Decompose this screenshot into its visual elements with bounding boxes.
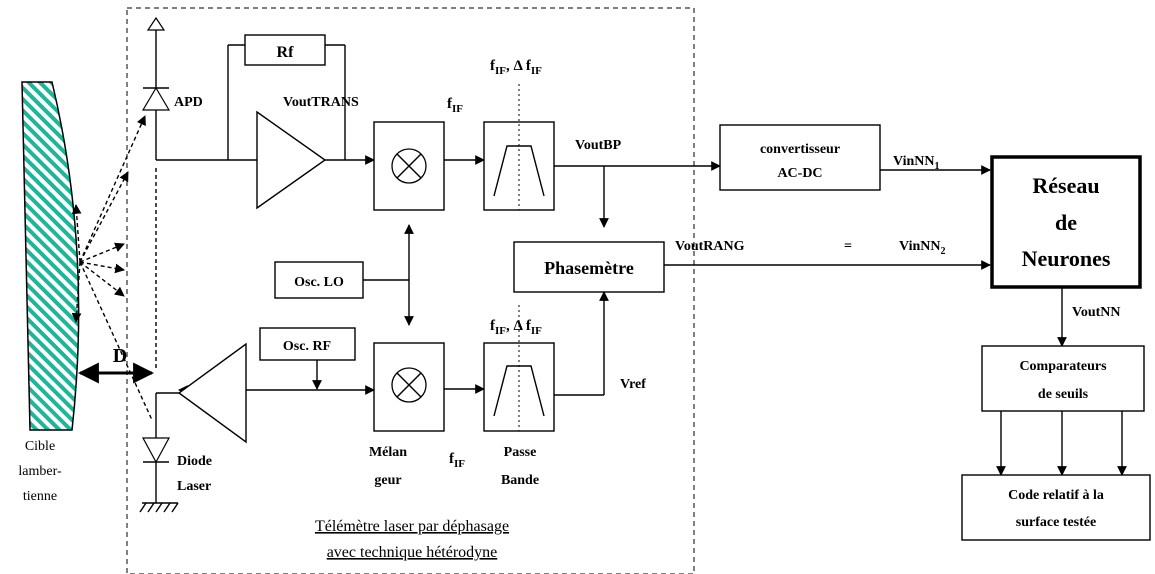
- converter-label-1: convertisseur: [760, 142, 840, 157]
- laser-driver-amplifier: [177, 342, 247, 444]
- diode-label-1: Diode: [177, 454, 212, 469]
- vout-rang-label: VoutRANG: [675, 239, 745, 254]
- vout-nn-label: VoutNN: [1072, 305, 1121, 320]
- target-label-3: tienne: [23, 489, 57, 504]
- distance-label: D: [113, 345, 127, 367]
- laser-diode: [139, 392, 179, 513]
- mixer-label-2: geur: [374, 473, 401, 488]
- threshold-comparators: [981, 345, 1145, 412]
- mixer-label-1: Mélan: [369, 445, 407, 460]
- transimpedance-amplifier: [256, 110, 327, 210]
- vref-label: Vref: [620, 377, 646, 392]
- bandpass-label-1: Passe: [504, 445, 537, 460]
- apd-photodiode: [141, 16, 171, 160]
- fif-dfif-bottom: fIF, Δ fIF: [490, 318, 542, 337]
- rf-resistor: [244, 34, 326, 66]
- target-label-2: lamber-: [18, 464, 62, 479]
- ac-dc-converter: [719, 124, 881, 191]
- converter-label-2: AC-DC: [777, 166, 822, 181]
- vout-trans-label: VoutTRANS: [283, 95, 359, 110]
- phasemeter: [513, 241, 665, 293]
- neural-label-3: Neurones: [1022, 246, 1111, 271]
- code-output-box: [961, 474, 1151, 541]
- rf-label: Rf: [277, 44, 295, 61]
- bandpass-label-2: Bande: [501, 473, 539, 488]
- phasemeter-label: Phasemètre: [544, 258, 634, 278]
- mixer-bottom: [373, 342, 445, 432]
- comparators-label-2: de seuils: [1038, 387, 1089, 402]
- equals-sign: =: [844, 239, 852, 254]
- fif-dfif-top: fIF, Δ fIF: [490, 58, 542, 77]
- diode-label-2: Laser: [177, 479, 211, 494]
- lambertian-target: [21, 81, 80, 431]
- rf-oscillator: [259, 327, 356, 361]
- osc-rf-label: Osc. RF: [283, 339, 331, 354]
- local-oscillator: [274, 261, 364, 299]
- reflected-rays: [71, 115, 157, 421]
- telemeter-caption-1: Télémètre laser par déphasage: [315, 518, 509, 535]
- telemeter-caption-2: avec technique hétérodyne: [327, 544, 498, 561]
- vout-bp-label: VoutBP: [575, 138, 622, 153]
- osc-lo-label: Osc. LO: [294, 275, 344, 290]
- neural-network: [990, 155, 1142, 289]
- comparators-label-1: Comparateurs: [1019, 359, 1107, 374]
- target-label-1: Cible: [25, 439, 55, 454]
- apd-label: APD: [174, 95, 203, 110]
- code-label-2: surface testée: [1016, 515, 1096, 530]
- neural-label-1: Réseau: [1032, 173, 1099, 198]
- telemeter-enclosure: [126, 7, 695, 574]
- fif-bottom: fIF: [449, 451, 465, 470]
- neural-label-2: de: [1055, 210, 1077, 235]
- vinnn1-label: VinNN1: [893, 154, 940, 172]
- fif-top: fIF: [447, 96, 463, 115]
- code-label-1: Code relatif à la: [1008, 488, 1104, 503]
- vinnn2-label: VinNN2: [899, 239, 946, 257]
